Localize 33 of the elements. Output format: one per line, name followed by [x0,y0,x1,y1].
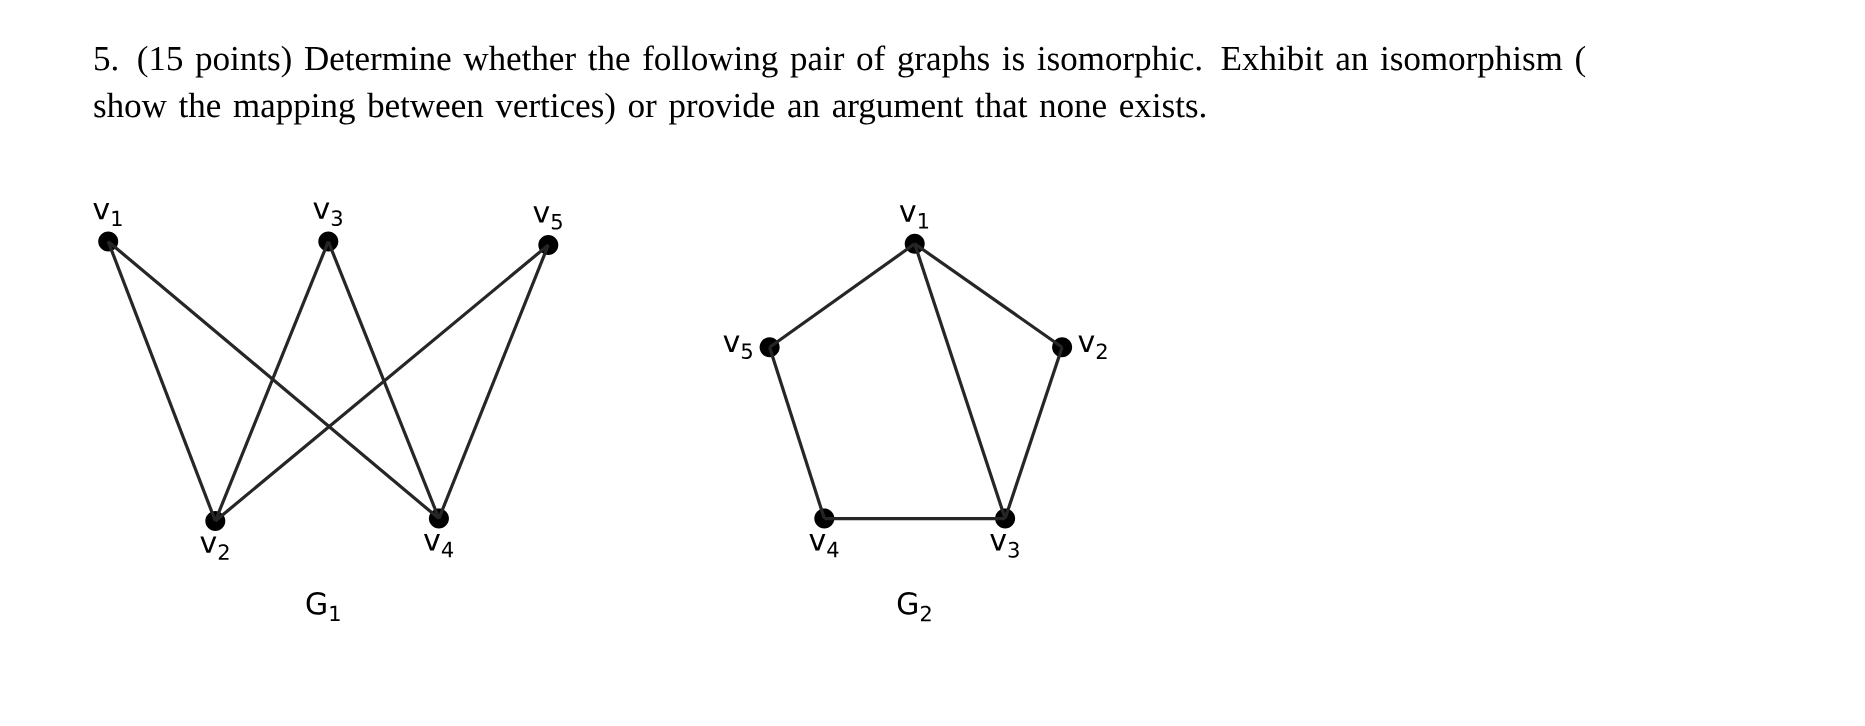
graph-edge [106,240,217,522]
node-label: v$_{1}$ [899,205,929,229]
node-label: v$_{4}$ [423,534,454,558]
graph-name: G$_{1}$ [306,592,340,622]
graph-edge [768,346,826,520]
graph-edge [1003,346,1064,520]
graph-edge [913,242,1064,349]
node-label: v$_{1}$ [93,202,122,227]
vertex: v$_{5}$ [723,335,780,359]
graph-name: G$_{2}$ [897,591,931,622]
vertex: v$_{3}$ [990,508,1019,558]
node-label: v$_{2}$ [200,536,229,560]
node-label: v$_{5}$ [533,206,562,230]
node-label: v$_{5}$ [723,335,752,360]
vertex: v$_{3}$ [313,202,342,252]
question-text: 5. (15 points) Determine whether the following pair of graphs is isomorphic. Exhibit an isomorphism ( show the mapping between vertices) or provide an argument that none exists. [94,45,1586,125]
node-label: v$_{4}$ [809,534,839,558]
vertex: v$_{4}$ [809,508,839,558]
vertex: v$_{1}$ [899,205,929,254]
graph-edge [107,240,440,520]
node-label: v$_{3}$ [990,534,1019,558]
node-label: v$_{2}$ [1078,335,1107,360]
vertex: v$_{1}$ [93,202,122,252]
graph-edge [824,517,1006,521]
vertex: v$_{5}$ [533,206,562,255]
vertex: v$_{2}$ [200,511,229,560]
graph-edge [214,243,550,523]
graph-edge [437,244,550,520]
vertex: v$_{4}$ [424,508,454,558]
node-label: v$_{3}$ [313,202,342,227]
graph-edge [913,243,1007,520]
vertex: v$_{2}$ [1052,335,1107,359]
graph-edge [768,242,916,349]
